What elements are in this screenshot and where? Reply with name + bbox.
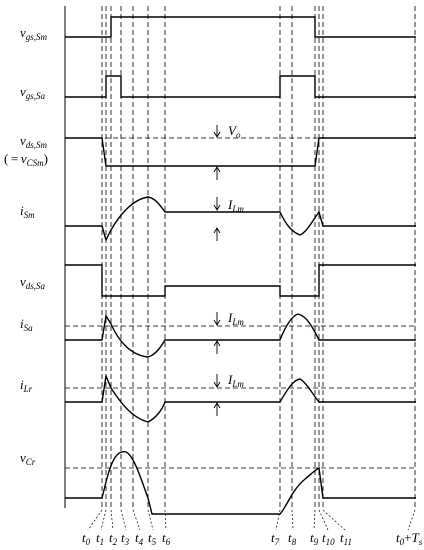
time-label-t4: t4 bbox=[135, 530, 144, 547]
vo-arrows bbox=[213, 125, 221, 180]
label-vds-sa: vds,Sa bbox=[20, 274, 46, 291]
label-ism: iSm bbox=[20, 203, 35, 220]
time-label-t6: t6 bbox=[162, 530, 171, 547]
ilr-waveform bbox=[65, 373, 416, 423]
label-vgs-sa: vgs,Sa bbox=[20, 84, 46, 101]
vcr-waveform bbox=[65, 451, 416, 515]
ism-waveform bbox=[65, 196, 416, 243]
time-label-t7: t7 bbox=[271, 530, 280, 547]
label-vds-sm: vds,Sm bbox=[20, 133, 48, 150]
vo-label: Vo bbox=[228, 123, 241, 140]
label-vgs-sm: vgs,Sm bbox=[20, 25, 48, 42]
ilm-label-ilr: ILm bbox=[227, 372, 244, 389]
time-markers bbox=[101, 6, 416, 508]
vds-sa-waveform bbox=[65, 264, 416, 297]
vgs-sa-waveform bbox=[65, 75, 416, 98]
label-isa: iSa bbox=[20, 316, 33, 333]
label-vcr: vCr bbox=[20, 450, 36, 467]
reference-lines bbox=[65, 137, 416, 469]
time-label-t9: t9 bbox=[310, 530, 319, 547]
time-leaders bbox=[87, 509, 416, 531]
time-labels: t0 t1 t2 t3 t4 t5 t6 t7 t8 t9 t10 t11 t0… bbox=[82, 530, 423, 547]
time-label-period: t0+Ts bbox=[396, 530, 423, 547]
ism-arrows bbox=[213, 197, 221, 241]
time-label-t0: t0 bbox=[82, 530, 91, 547]
vds-sm-waveform bbox=[65, 137, 416, 167]
ilm-label-isa: ILm bbox=[227, 310, 244, 327]
ilr-arrows bbox=[213, 374, 221, 416]
time-label-t2: t2 bbox=[109, 530, 118, 547]
ilm-label-ism: ILm bbox=[227, 197, 244, 214]
label-ilr: iLr bbox=[20, 377, 33, 394]
label-vcsm-note: ( = vCSm) bbox=[4, 151, 48, 168]
time-label-t1: t1 bbox=[96, 530, 104, 547]
vgs-sm-waveform bbox=[65, 16, 416, 38]
time-label-t8: t8 bbox=[288, 530, 297, 547]
isa-arrows bbox=[213, 312, 221, 354]
time-label-t5: t5 bbox=[148, 530, 157, 547]
isa-waveform bbox=[65, 313, 416, 358]
time-label-t10: t10 bbox=[322, 530, 335, 547]
time-label-t3: t3 bbox=[121, 530, 130, 547]
time-label-t11: t11 bbox=[340, 530, 352, 547]
